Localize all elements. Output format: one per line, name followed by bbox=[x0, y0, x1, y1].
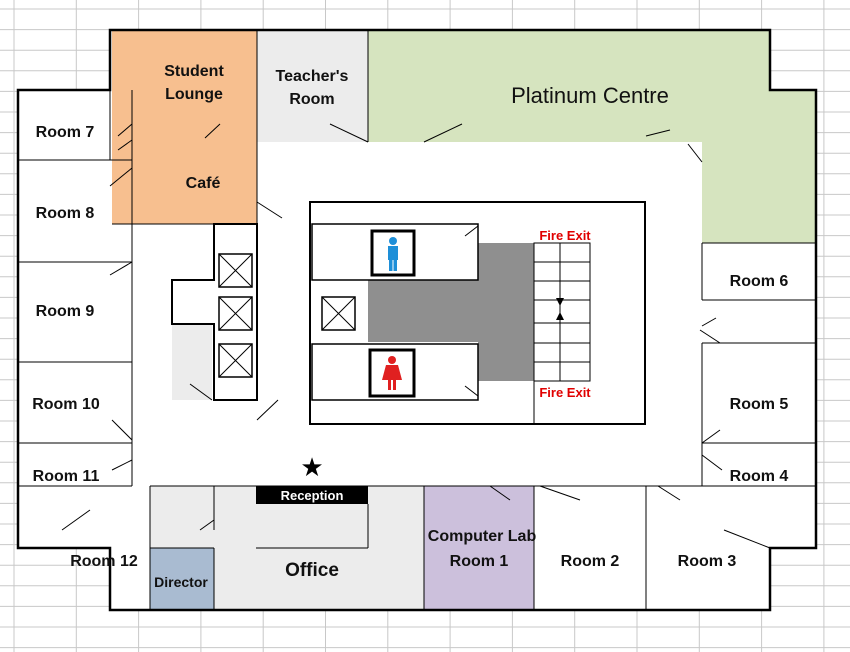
room8-label: Room 8 bbox=[36, 205, 95, 222]
male-toilet-icon bbox=[370, 229, 416, 277]
room10-label: Room 10 bbox=[32, 396, 100, 413]
computer-lab-label-1: Computer Lab bbox=[428, 528, 537, 545]
room5-label: Room 5 bbox=[730, 396, 789, 413]
teachers-room-label-1: Teacher's bbox=[276, 68, 349, 85]
room9-label: Room 9 bbox=[36, 303, 95, 320]
platinum-centre-area bbox=[368, 30, 816, 243]
toilet-door bbox=[464, 385, 479, 397]
room6-label: Room 6 bbox=[730, 273, 789, 290]
elevator-icon bbox=[321, 296, 356, 331]
room12-label: Room 12 bbox=[70, 553, 138, 570]
door-swings bbox=[61, 123, 771, 549]
room7-label: Room 7 bbox=[36, 124, 95, 141]
room4-label: Room 4 bbox=[730, 468, 789, 485]
female-toilet-room bbox=[311, 343, 479, 401]
director-area bbox=[150, 548, 214, 610]
director-label: Director bbox=[154, 574, 208, 590]
reception-desk bbox=[256, 486, 368, 504]
stair-arrow-up-icon bbox=[556, 312, 564, 320]
elevator-icon bbox=[218, 343, 253, 378]
computer-lab-area bbox=[424, 486, 534, 610]
reception-label: Reception bbox=[281, 488, 344, 503]
stair-arrow-down-icon bbox=[556, 298, 564, 306]
toilet-door bbox=[464, 225, 479, 237]
student-lounge-area bbox=[112, 30, 257, 224]
star-icon: ★ bbox=[300, 453, 323, 483]
cafe-label: Café bbox=[186, 175, 221, 192]
core-shaded-right bbox=[478, 243, 534, 381]
office-label: Office bbox=[285, 560, 339, 581]
fire-exit-bottom-label: Fire Exit bbox=[539, 385, 591, 400]
bottom-room-walls bbox=[149, 485, 702, 610]
right-room-walls bbox=[701, 242, 816, 487]
core-shaded bbox=[368, 280, 478, 342]
elevator-icon bbox=[218, 296, 253, 331]
central-core bbox=[309, 201, 646, 425]
student-lounge-label-2: Lounge bbox=[165, 86, 223, 103]
side-corridor-light bbox=[172, 324, 212, 400]
teachers-room-area bbox=[257, 30, 368, 142]
outer-wall bbox=[16, 28, 818, 612]
female-toilet-icon bbox=[368, 348, 416, 398]
left-room-walls bbox=[18, 90, 133, 487]
fire-exit-top-label: Fire Exit bbox=[539, 228, 591, 243]
room11-label: Room 11 bbox=[33, 468, 100, 485]
teachers-room-label-2: Room bbox=[289, 91, 334, 108]
room2-label: Room 2 bbox=[561, 553, 620, 570]
elevator-bank bbox=[171, 223, 258, 401]
computer-lab-label-2: Room 1 bbox=[450, 553, 509, 570]
elevator-icon bbox=[218, 253, 253, 288]
student-lounge-label-1: Student bbox=[164, 63, 224, 80]
male-toilet-room bbox=[311, 223, 479, 281]
platinum-centre-label: Platinum Centre bbox=[511, 83, 669, 108]
room3-label: Room 3 bbox=[678, 553, 737, 570]
